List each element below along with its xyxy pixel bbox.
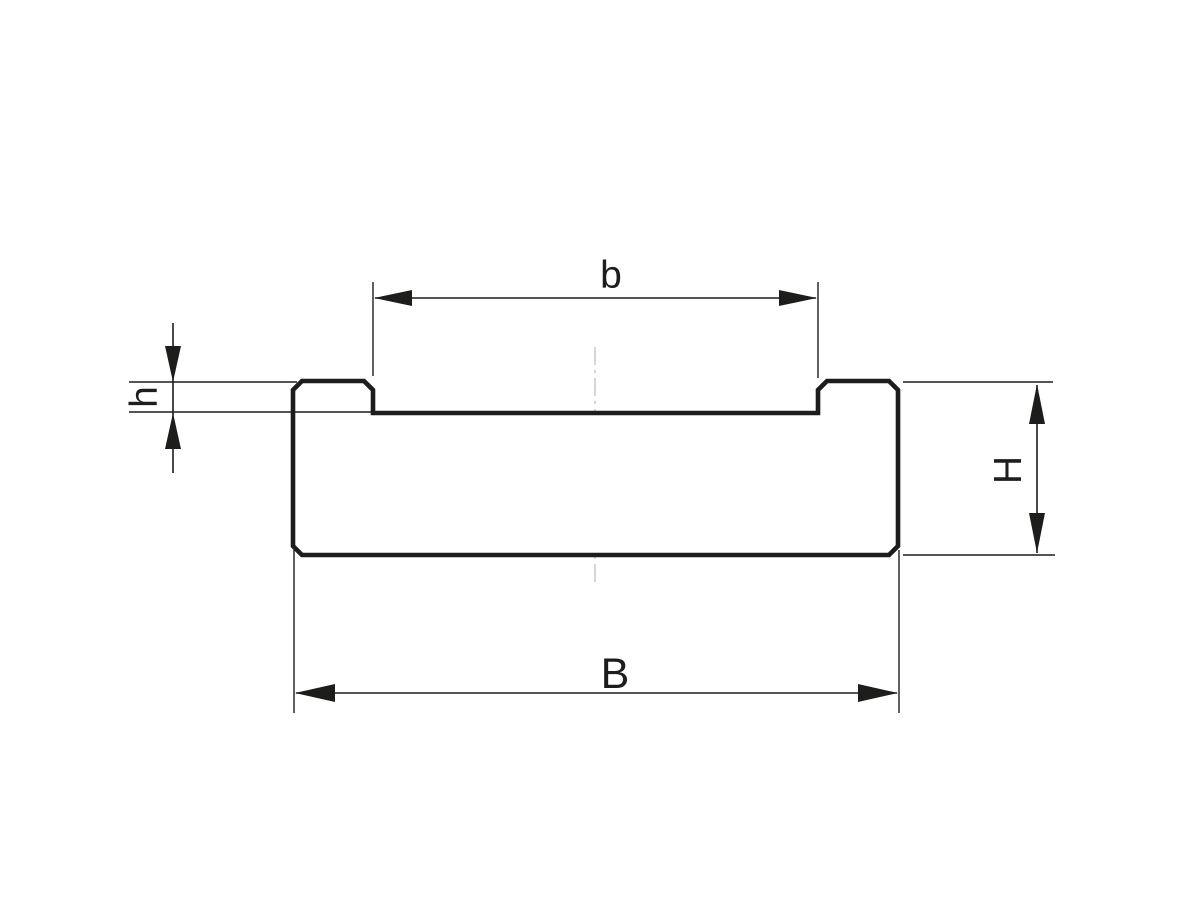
dimension-b: b — [372, 254, 819, 378]
arrowhead-left-icon — [374, 290, 412, 306]
arrowhead-down-icon — [1029, 513, 1045, 553]
dimension-label-b: b — [600, 254, 622, 297]
arrowhead-left-icon — [295, 684, 335, 702]
arrowhead-right-icon — [858, 684, 898, 702]
arrowhead-up-icon — [165, 413, 181, 449]
arrowhead-right-icon — [779, 290, 817, 306]
dimension-B: B — [293, 550, 900, 713]
dimension-label-h: h — [123, 386, 166, 408]
arrowhead-down-icon — [165, 346, 181, 382]
dimension-label-H: H — [987, 456, 1030, 484]
arrowhead-up-icon — [1029, 384, 1045, 424]
dimension-label-B: B — [601, 650, 630, 698]
profile-outline — [290, 378, 901, 558]
dimension-H: H — [903, 381, 1055, 556]
dimension-h: h — [123, 323, 371, 473]
